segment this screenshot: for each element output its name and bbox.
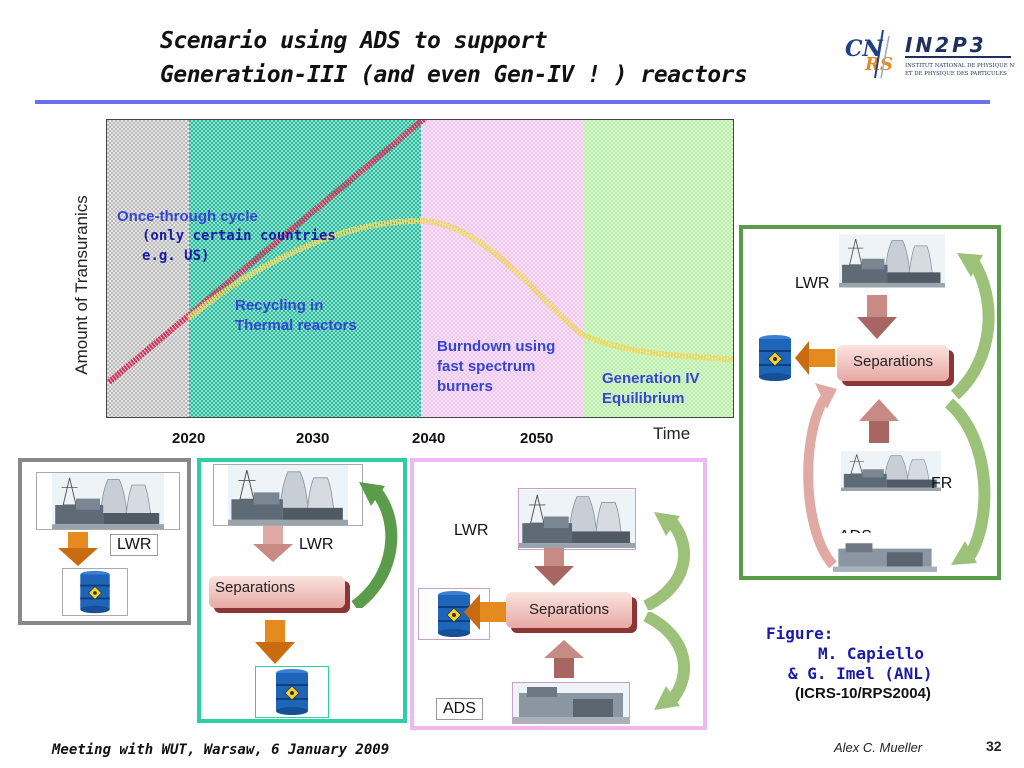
lwr-plant-image [36, 472, 180, 530]
left-arrow-icon [795, 341, 835, 375]
panel2-lwr-label: LWR [299, 536, 334, 554]
footer-author: Alex C. Mueller [834, 740, 923, 755]
recycle-arrow-icon [643, 612, 690, 710]
label-once-note2: e.g. US) [142, 248, 210, 264]
slide-title-line1: Scenario using ADS to support [160, 28, 548, 54]
phase-band-gen4 [583, 120, 733, 417]
lwr-plant-icon [37, 473, 179, 529]
return-arrow-icon [803, 383, 837, 569]
waste-barrel-image [255, 666, 329, 718]
panel-once-through: LWR [18, 458, 191, 625]
ads-plant-image [512, 682, 630, 724]
label-gen4: Generation IV Equilibrium [602, 369, 700, 409]
label-recycling-line1: Recycling in [235, 297, 324, 314]
recycle-arrow-icon [944, 399, 991, 565]
figure-author1: M. Capiello [818, 644, 924, 663]
ads-plant-icon [513, 683, 629, 723]
label-recycling-line2: Thermal reactors [235, 317, 357, 334]
panel2-separations-box: Separations [209, 576, 345, 608]
down-arrow-icon [58, 532, 98, 566]
lwr-plant-icon [519, 489, 635, 549]
ads-plant-image [833, 533, 937, 575]
ads-plant-icon [833, 543, 937, 572]
fr-plant-image [841, 451, 941, 491]
lwr-plant-icon [214, 465, 362, 525]
left-arrow-icon [464, 594, 508, 630]
waste-barrel-image [62, 568, 128, 616]
up-arrow-icon [859, 399, 899, 443]
panel4-fr-label: FR [931, 475, 953, 492]
recycle-arrow-icon [950, 253, 995, 399]
fr-plant-icon [841, 451, 941, 491]
panel4-separations-box: Separations [837, 345, 949, 381]
label-burndown: Burndown using fast spectrum burners [437, 337, 555, 397]
label-recycling: Recycling in Thermal reactors [235, 296, 357, 336]
panel1-lwr-label: LWR [110, 534, 159, 556]
chart-ylabel: Amount of Transuranics [72, 195, 91, 375]
phase-band-once-through [107, 120, 189, 417]
label-burndown-line2: fast spectrum [437, 358, 536, 375]
label-burndown-line3: burners [437, 378, 493, 395]
up-arrow-icon [544, 640, 584, 678]
lwr-plant-image [518, 488, 636, 550]
cnrs-in2p3-logo: CN RS IN2P3 INSTITUT NATIONAL DE PHYSIQU… [843, 22, 1024, 80]
waste-barrel-image [751, 329, 799, 387]
figure-author2: & G. Imel (ANL) [788, 664, 933, 683]
down-arrow-icon [255, 620, 295, 664]
panel3-separations-box: Separations [506, 592, 632, 628]
panel-gen4: LWR Separations FR ADS [739, 225, 1001, 580]
recycle-arrow-icon [351, 482, 398, 608]
title-rule [35, 100, 990, 104]
waste-barrel-icon [79, 569, 111, 615]
slide-title: Scenario using ADS to support Generation… [160, 24, 748, 92]
x-tick-2040: 2040 [412, 430, 446, 447]
slide-title-line2: Generation-III (and even Gen-IV ! ) reac… [160, 62, 748, 88]
svg-text:INSTITUT NATIONAL DE PHYSIQUE: INSTITUT NATIONAL DE PHYSIQUE NUCLÉAIRE [905, 61, 1015, 69]
x-tick-2030: 2030 [296, 430, 330, 447]
x-tick-2020: 2020 [172, 430, 206, 447]
logo-graphic: CN RS IN2P3 INSTITUT NATIONAL DE PHYSIQU… [845, 29, 1024, 79]
label-once-note1: (only certain countries [142, 228, 336, 244]
waste-barrel-icon [758, 334, 792, 382]
recycle-arrow-icon [643, 512, 690, 610]
panel3-lwr-label: LWR [454, 522, 489, 540]
label-gen4-line1: Generation IV [602, 370, 700, 387]
figure-reference: (ICRS-10/RPS2004) [795, 685, 931, 702]
x-tick-2050: 2050 [520, 430, 554, 447]
figure-label: Figure: [766, 624, 834, 643]
phase-band-recycling [189, 120, 421, 417]
svg-text:CN: CN [845, 36, 884, 62]
panel-recycling: LWR Separations [197, 458, 407, 723]
down-arrow-icon [253, 526, 293, 562]
chart-svg [107, 120, 733, 417]
svg-text:IN2P3: IN2P3 [905, 33, 987, 57]
panel4-lwr-label: LWR [795, 275, 830, 292]
once-through-curve [107, 120, 427, 385]
waste-barrel-icon [275, 668, 309, 716]
label-burndown-line1: Burndown using [437, 338, 556, 355]
page-number: 32 [986, 738, 1002, 754]
svg-text:ET DE PHYSIQUE DES PARTICULES: ET DE PHYSIQUE DES PARTICULES [905, 71, 1007, 77]
lwr-plant-icon [839, 231, 945, 291]
figure-credit: Figure: M. Capiello & G. Imel (ANL) [766, 624, 933, 684]
label-gen4-line2: Equilibrium [602, 390, 685, 407]
down-arrow-icon [534, 548, 574, 586]
phase-band-burndown [421, 120, 583, 417]
panel3-ads-label: ADS [436, 698, 483, 720]
panel-burndown: LWR Separations ADS [410, 458, 707, 730]
down-arrow-icon [857, 295, 897, 339]
chart-xlabel: Time [653, 424, 691, 443]
lwr-plant-image [213, 464, 363, 526]
svg-text:RS: RS [864, 54, 893, 75]
label-once-through: Once-through cycle [117, 208, 258, 225]
footer-meeting: Meeting with WUT, Warsaw, 6 January 2009 [52, 742, 390, 758]
lwr-plant-image [839, 231, 945, 291]
transuranics-chart [106, 119, 734, 418]
